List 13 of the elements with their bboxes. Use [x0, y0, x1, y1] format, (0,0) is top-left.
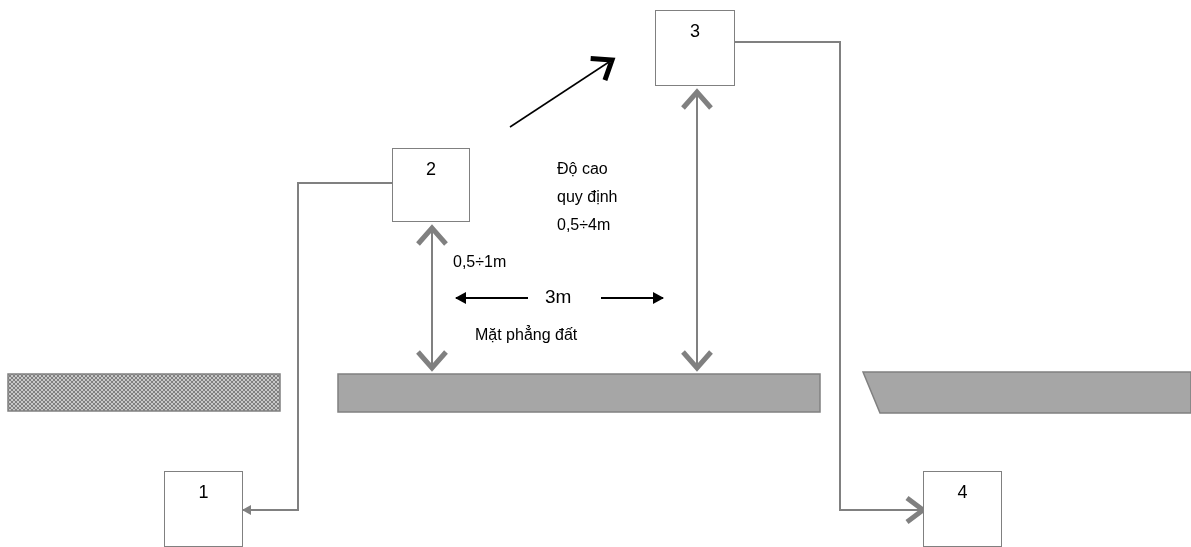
- dimension-label: 0,5÷1m: [453, 252, 507, 272]
- dimension-arrow: [416, 224, 448, 372]
- connector-arrow: [242, 182, 393, 515]
- numbered-box: 4: [923, 471, 1002, 547]
- numbered-box: 3: [655, 10, 735, 86]
- numbered-box: 1: [164, 471, 243, 547]
- numbered-box: 2: [392, 148, 470, 222]
- height-note: Độ cao quy định 0,5÷4m: [557, 159, 619, 235]
- hatched-ground-bar: [7, 373, 281, 412]
- ground-bar: [337, 373, 821, 413]
- ground-bar: [862, 371, 1191, 414]
- dimension-arrow: [681, 88, 713, 372]
- ground-label: Mặt phẳng đất: [475, 324, 578, 345]
